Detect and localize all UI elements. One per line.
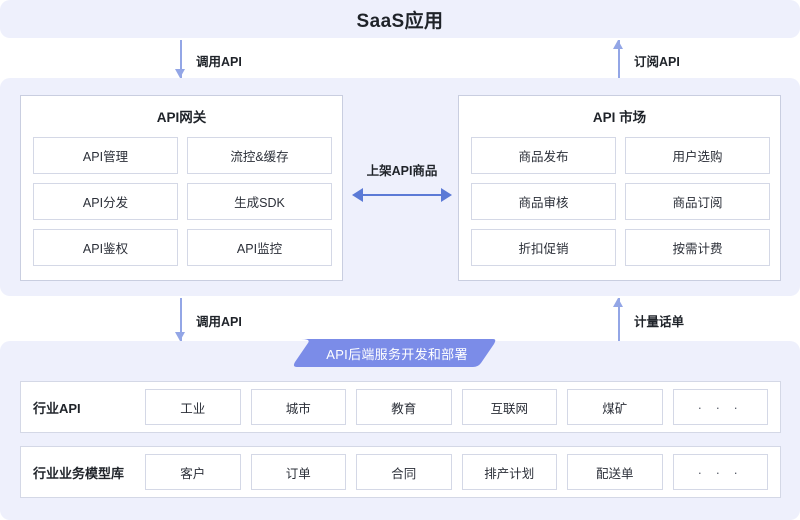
cell-model-production-plan[interactable]: 排产计划	[461, 454, 557, 490]
arrow-metering-bill-up	[613, 298, 624, 341]
cell-flow-control-cache[interactable]: 流控&缓存	[187, 137, 332, 174]
row-cells-industry-business-model: 客户 订单 合同 排产计划 配送单 · · ·	[145, 454, 780, 490]
cell-model-customer[interactable]: 客户	[145, 454, 241, 490]
cell-product-subscribe[interactable]: 商品订阅	[625, 183, 770, 220]
cell-user-purchase[interactable]: 用户选购	[625, 137, 770, 174]
cell-industry-manufacturing[interactable]: 工业	[145, 389, 241, 425]
cell-discount-promotion[interactable]: 折扣促销	[471, 229, 616, 266]
arrow-head	[175, 69, 185, 78]
row-industry-api: 行业API 工业 城市 教育 互联网 煤矿 · · ·	[20, 381, 781, 433]
arrow-shaft	[361, 194, 443, 196]
arrow-label-call-api-bottom: 调用API	[196, 315, 242, 329]
banner-label: API后端服务开发和部署	[326, 346, 468, 362]
cell-product-publish[interactable]: 商品发布	[471, 137, 616, 174]
cell-product-review[interactable]: 商品审核	[471, 183, 616, 220]
arrow-shaft	[180, 298, 182, 341]
api-gateway-cell-grid: API管理 流控&缓存 API分发 生成SDK API鉴权 API监控	[33, 137, 332, 266]
row-label-industry-api: 行业API	[33, 400, 81, 416]
row-industry-business-model: 行业业务模型库 客户 订单 合同 排产计划 配送单 · · ·	[20, 446, 781, 498]
arrow-label-call-api-top: 调用API	[196, 55, 242, 69]
arrow-head	[613, 40, 623, 49]
arrow-shaft	[180, 40, 182, 78]
arrow-head-left	[352, 188, 363, 202]
arrow-label-subscribe-api: 订阅API	[634, 55, 680, 69]
saas-application-band	[0, 0, 800, 38]
banner-backend-service: API后端服务开发和部署	[283, 339, 511, 367]
cell-pay-as-you-go[interactable]: 按需计费	[625, 229, 770, 266]
cell-api-management[interactable]: API管理	[33, 137, 178, 174]
arrow-shaft	[618, 40, 620, 78]
cell-api-monitoring[interactable]: API监控	[187, 229, 332, 266]
row-cells-industry-api: 工业 城市 教育 互联网 煤矿 · · ·	[145, 389, 780, 425]
panel-api-gateway: API网关 API管理 流控&缓存 API分发 生成SDK API鉴权 API监…	[20, 95, 343, 281]
row-label-industry-business-model: 行业业务模型库	[33, 465, 125, 481]
cell-industry-education[interactable]: 教育	[356, 389, 452, 425]
arrow-subscribe-api-up-top	[613, 40, 624, 78]
panel-title-api-market: API 市场	[592, 110, 647, 125]
arrow-head-right	[441, 188, 452, 202]
cell-api-auth[interactable]: API鉴权	[33, 229, 178, 266]
cell-model-delivery-note[interactable]: 配送单	[567, 454, 663, 490]
arrow-label-metering-bill: 计量话单	[634, 315, 685, 329]
arrow-publish-api-product-bidirectional	[352, 188, 452, 202]
cell-industry-city[interactable]: 城市	[250, 389, 346, 425]
arrow-call-api-down-top	[175, 40, 186, 78]
api-market-cell-grid: 商品发布 用户选购 商品审核 商品订阅 折扣促销 按需计费	[471, 137, 770, 266]
cell-industry-internet[interactable]: 互联网	[461, 389, 557, 425]
cell-model-more[interactable]: · · ·	[672, 454, 768, 490]
arrow-head	[175, 332, 185, 341]
arrow-label-publish-api-product: 上架API商品	[366, 164, 438, 178]
arrow-head	[613, 298, 623, 307]
cell-api-distribution[interactable]: API分发	[33, 183, 178, 220]
arrow-shaft	[618, 298, 620, 341]
cell-industry-more[interactable]: · · ·	[672, 389, 768, 425]
arrow-call-api-down-bottom	[175, 298, 186, 341]
page-title: SaaS应用	[356, 10, 444, 32]
panel-api-market: API 市场 商品发布 用户选购 商品审核 商品订阅 折扣促销 按需计费	[458, 95, 781, 281]
cell-generate-sdk[interactable]: 生成SDK	[187, 183, 332, 220]
panel-title-api-gateway: API网关	[156, 110, 207, 125]
cell-industry-coal-mining[interactable]: 煤矿	[567, 389, 663, 425]
cell-model-order[interactable]: 订单	[250, 454, 346, 490]
cell-model-contract[interactable]: 合同	[356, 454, 452, 490]
